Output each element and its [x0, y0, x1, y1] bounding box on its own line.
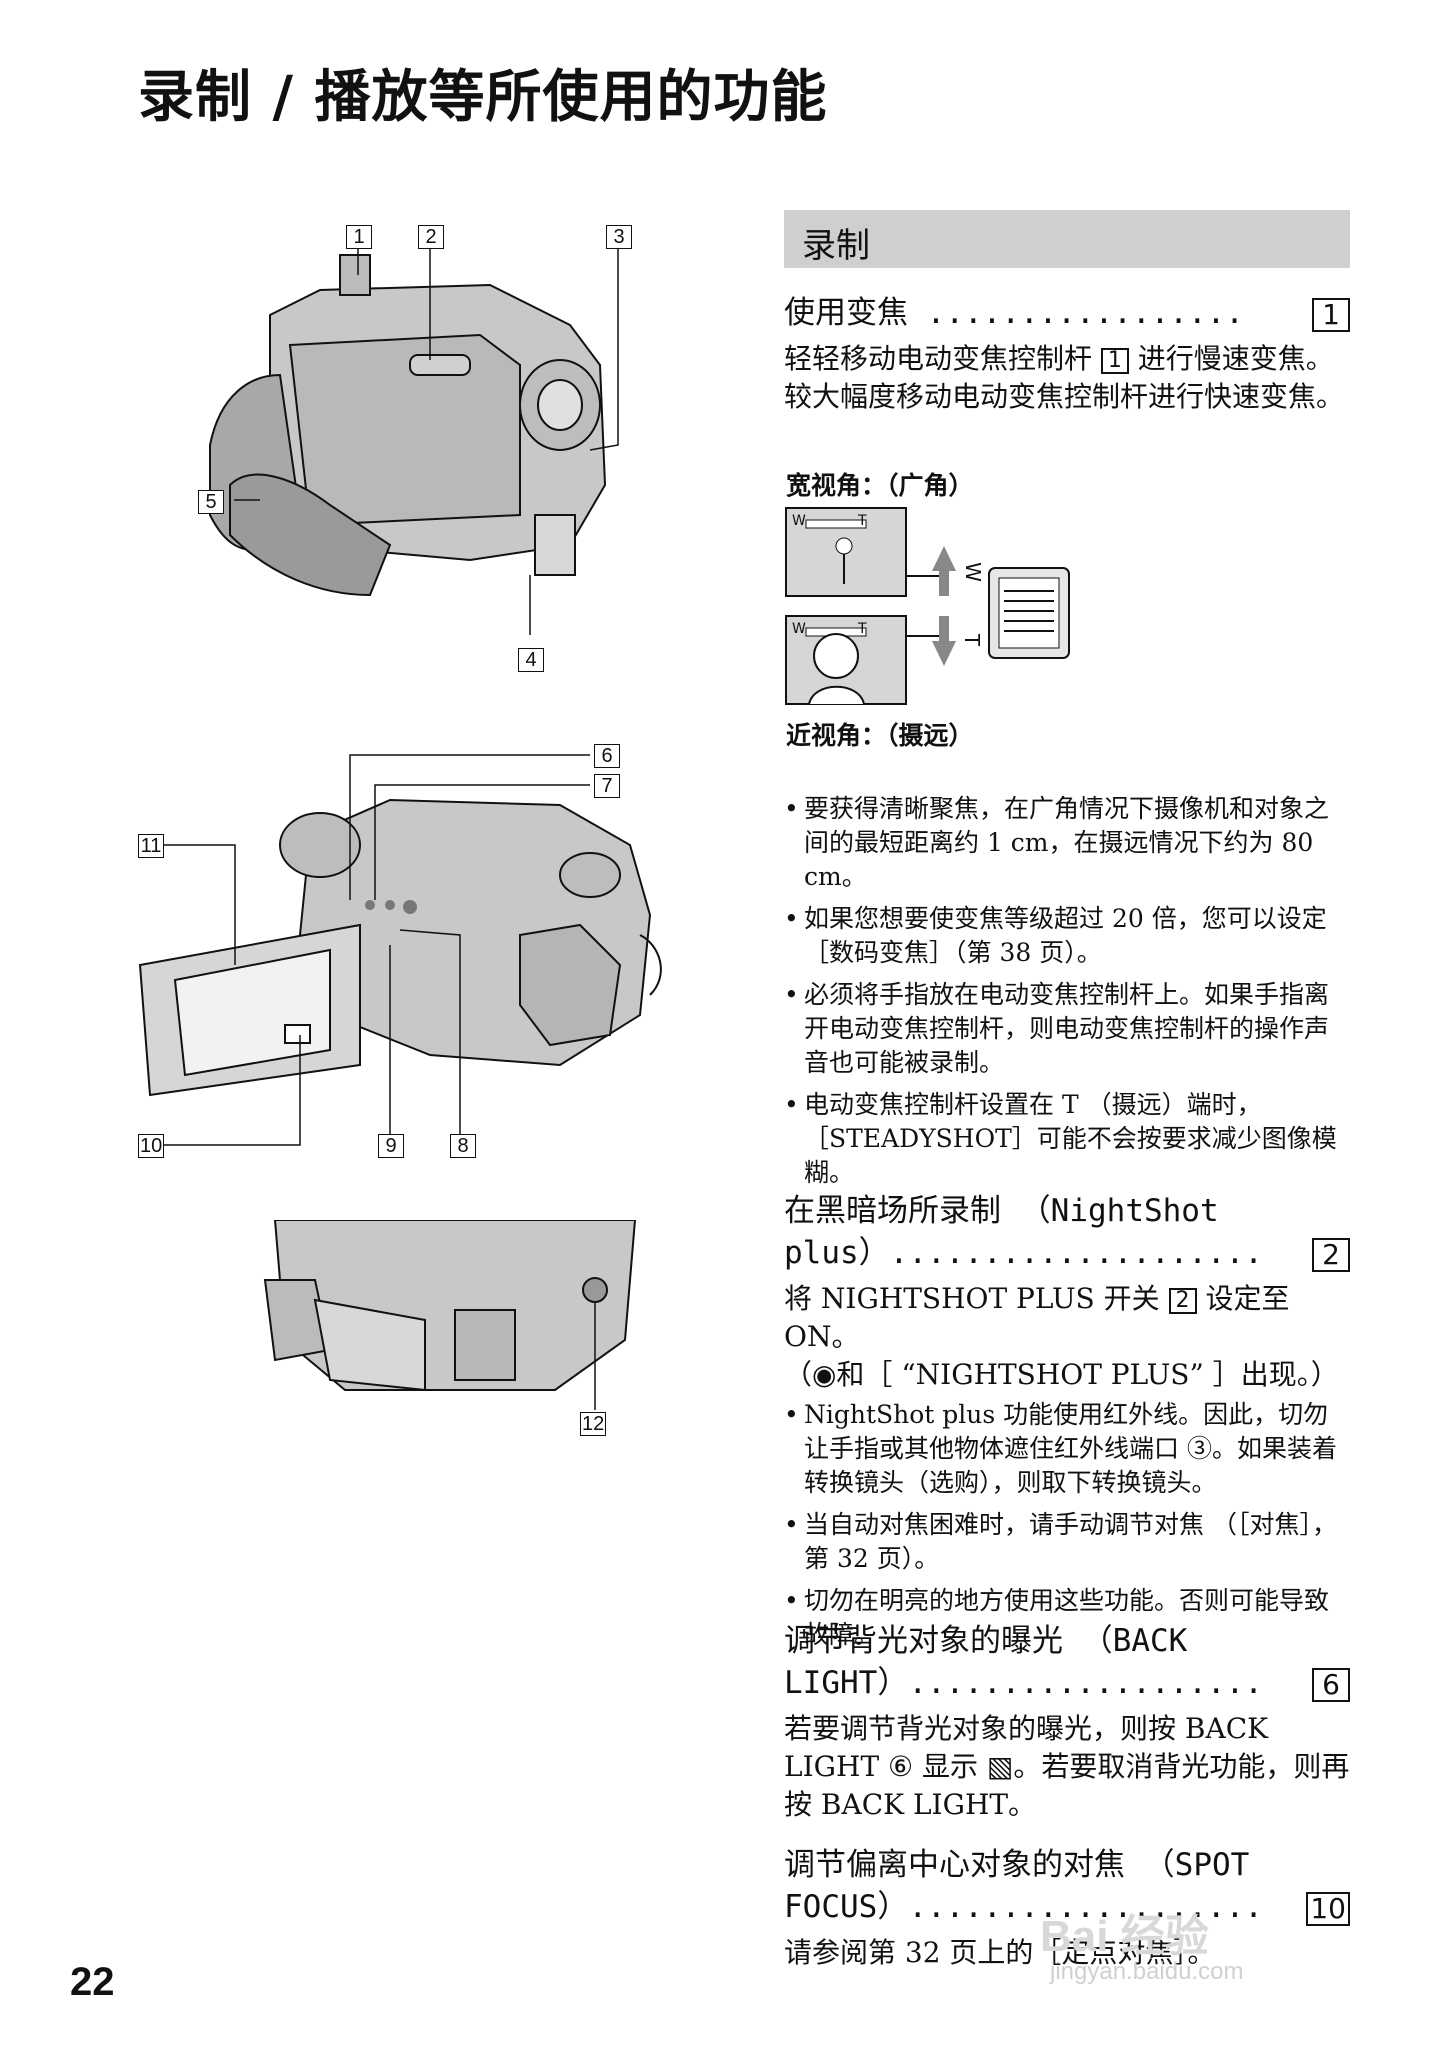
camcorder-lcd-figure	[138, 754, 662, 1146]
zoom-heading-text: 使用变焦 .................	[784, 295, 1244, 331]
callout-7: 7	[594, 774, 620, 798]
nightshot-body-post: 设定至 ON。	[784, 1282, 1290, 1353]
backlight-heading: 调节背光对象的曝光 （BACK LIGHT）..................…	[784, 1620, 1350, 1704]
nightshot-heading-line1: 在黑暗场所录制 （NightShot	[784, 1193, 1219, 1229]
callout-2: 2	[418, 225, 444, 249]
zoom-note: 如果您想要使变焦等级超过 20 倍，您可以设定［数码变焦］（第 38 页）。	[784, 902, 1350, 970]
zoom-body-ref: 1	[1100, 347, 1129, 374]
callout-3: 3	[606, 225, 632, 249]
zoom-ref: 1	[1312, 298, 1350, 332]
nightshot-ref: 2	[1312, 1238, 1350, 1272]
lever-w-side-label: W	[960, 562, 985, 582]
zoom-body-pre: 轻轻移动电动变焦控制杆	[784, 342, 1101, 375]
backlight-ref: 6	[1312, 1668, 1350, 1702]
nightshot-body: 将 NIGHTSHOT PLUS 开关 2 设定至 ON。 （◉和［ “NIGH…	[784, 1280, 1350, 1394]
lever-t-label-tele: T	[858, 621, 867, 637]
zoom-notes: 要获得清晰聚焦，在广角情况下摄像机和对象之间的最短距离约 1 cm，在摄远情况下…	[784, 792, 1350, 1198]
spotfocus-body: 请参阅第 32 页上的［定点对焦］。	[784, 1936, 1216, 1969]
nightshot-heading-line2: plus）....................	[784, 1235, 1263, 1271]
lever-w-label-wide: W	[792, 513, 806, 529]
callout-9: 9	[378, 1134, 404, 1158]
nightshot-body-line2: （◉和［ “NIGHTSHOT PLUS” ］出现。）	[784, 1358, 1339, 1391]
nightshot-note: NightShot plus 功能使用红外线。因此，切勿让手指或其他物体遮住红外…	[784, 1398, 1350, 1500]
callout-1: 1	[346, 225, 372, 249]
zoom-body-post: 进行慢速变焦。较大幅度移动电动变焦控制杆进行快速变焦。	[784, 342, 1345, 413]
nightshot-body-ref: 2	[1168, 1287, 1197, 1314]
nightshot-section: 在黑暗场所录制 （NightShot plus）................…	[784, 1190, 1350, 1660]
page-number: 22	[70, 1960, 115, 2004]
backlight-heading-line1: 调节背光对象的曝光 （BACK	[784, 1623, 1188, 1659]
callout-5: 5	[198, 490, 224, 514]
wide-caption: 宽视角：（广角）	[786, 471, 974, 500]
callout-6: 6	[594, 744, 620, 768]
camcorder-rear-figure	[263, 1220, 637, 1410]
nightshot-note: 当自动对焦困难时，请手动调节对焦 （［对焦］，第 32 页）。	[784, 1508, 1350, 1576]
callout-12: 12	[580, 1412, 607, 1436]
section-title: 录制	[802, 226, 870, 266]
section-header-recording: 录制	[784, 210, 1350, 268]
backlight-heading-line2: LIGHT）...................	[784, 1665, 1263, 1701]
tele-caption: 近视角：（摄远）	[786, 721, 974, 750]
nightshot-body-pre: 将 NIGHTSHOT PLUS 开关	[784, 1282, 1169, 1315]
callout-11: 11	[138, 834, 164, 858]
lever-t-side-label: T	[960, 633, 985, 647]
backlight-section: 调节背光对象的曝光 （BACK LIGHT）..................…	[784, 1620, 1350, 1824]
watermark-logo: Bai 经验	[1040, 1912, 1209, 1961]
callout-4: 4	[518, 648, 544, 672]
nightshot-note: 切勿在明亮的地方使用这些功能。否则可能导致故障。	[784, 1584, 1350, 1652]
zoom-body: 轻轻移动电动变焦控制杆 1 进行慢速变焦。较大幅度移动电动变焦控制杆进行快速变焦…	[784, 340, 1350, 416]
spotfocus-heading: 调节偏离中心对象的对焦 （SPOT FOCUS）................…	[784, 1844, 1350, 1928]
spotfocus-heading-line2: FOCUS）...................	[784, 1889, 1263, 1925]
spotfocus-section: 调节偏离中心对象的对焦 （SPOT FOCUS）................…	[784, 1844, 1350, 1972]
zoom-heading: 使用变焦 ................. 1	[784, 292, 1350, 334]
lever-w-label-tele: W	[792, 621, 806, 637]
lever-t-label-wide: T	[858, 513, 867, 529]
backlight-body: 若要调节背光对象的曝光，则按 BACK LIGHT ⑥ 显示 ▧。若要取消背光功…	[784, 1712, 1350, 1821]
zoom-note: 必须将手指放在电动变焦控制杆上。如果手指离开电动变焦控制杆，则电动变焦控制杆的操…	[784, 978, 1350, 1080]
nightshot-heading: 在黑暗场所录制 （NightShot plus）................…	[784, 1190, 1350, 1274]
zoom-note: 电动变焦控制杆设置在 T （摄远）端时，［STEADYSHOT］可能不会按要求减…	[784, 1088, 1350, 1190]
zoom-section: 使用变焦 ................. 1 轻轻移动电动变焦控制杆 1 进…	[784, 292, 1350, 416]
page-title: 录制 / 播放等所使用的功能	[138, 65, 828, 130]
callout-10: 10	[138, 1134, 165, 1158]
callout-8: 8	[450, 1134, 476, 1158]
zoom-note: 要获得清晰聚焦，在广角情况下摄像机和对象之间的最短距离约 1 cm，在摄远情况下…	[784, 792, 1350, 894]
zoom-lever-diagram	[785, 507, 1070, 705]
watermark-url: jingyan.baidu.com	[1050, 1958, 1244, 1985]
camcorder-top-figure	[209, 245, 619, 635]
spotfocus-ref: 10	[1306, 1892, 1350, 1926]
spotfocus-heading-line1: 调节偏离中心对象的对焦 （SPOT	[784, 1847, 1250, 1883]
